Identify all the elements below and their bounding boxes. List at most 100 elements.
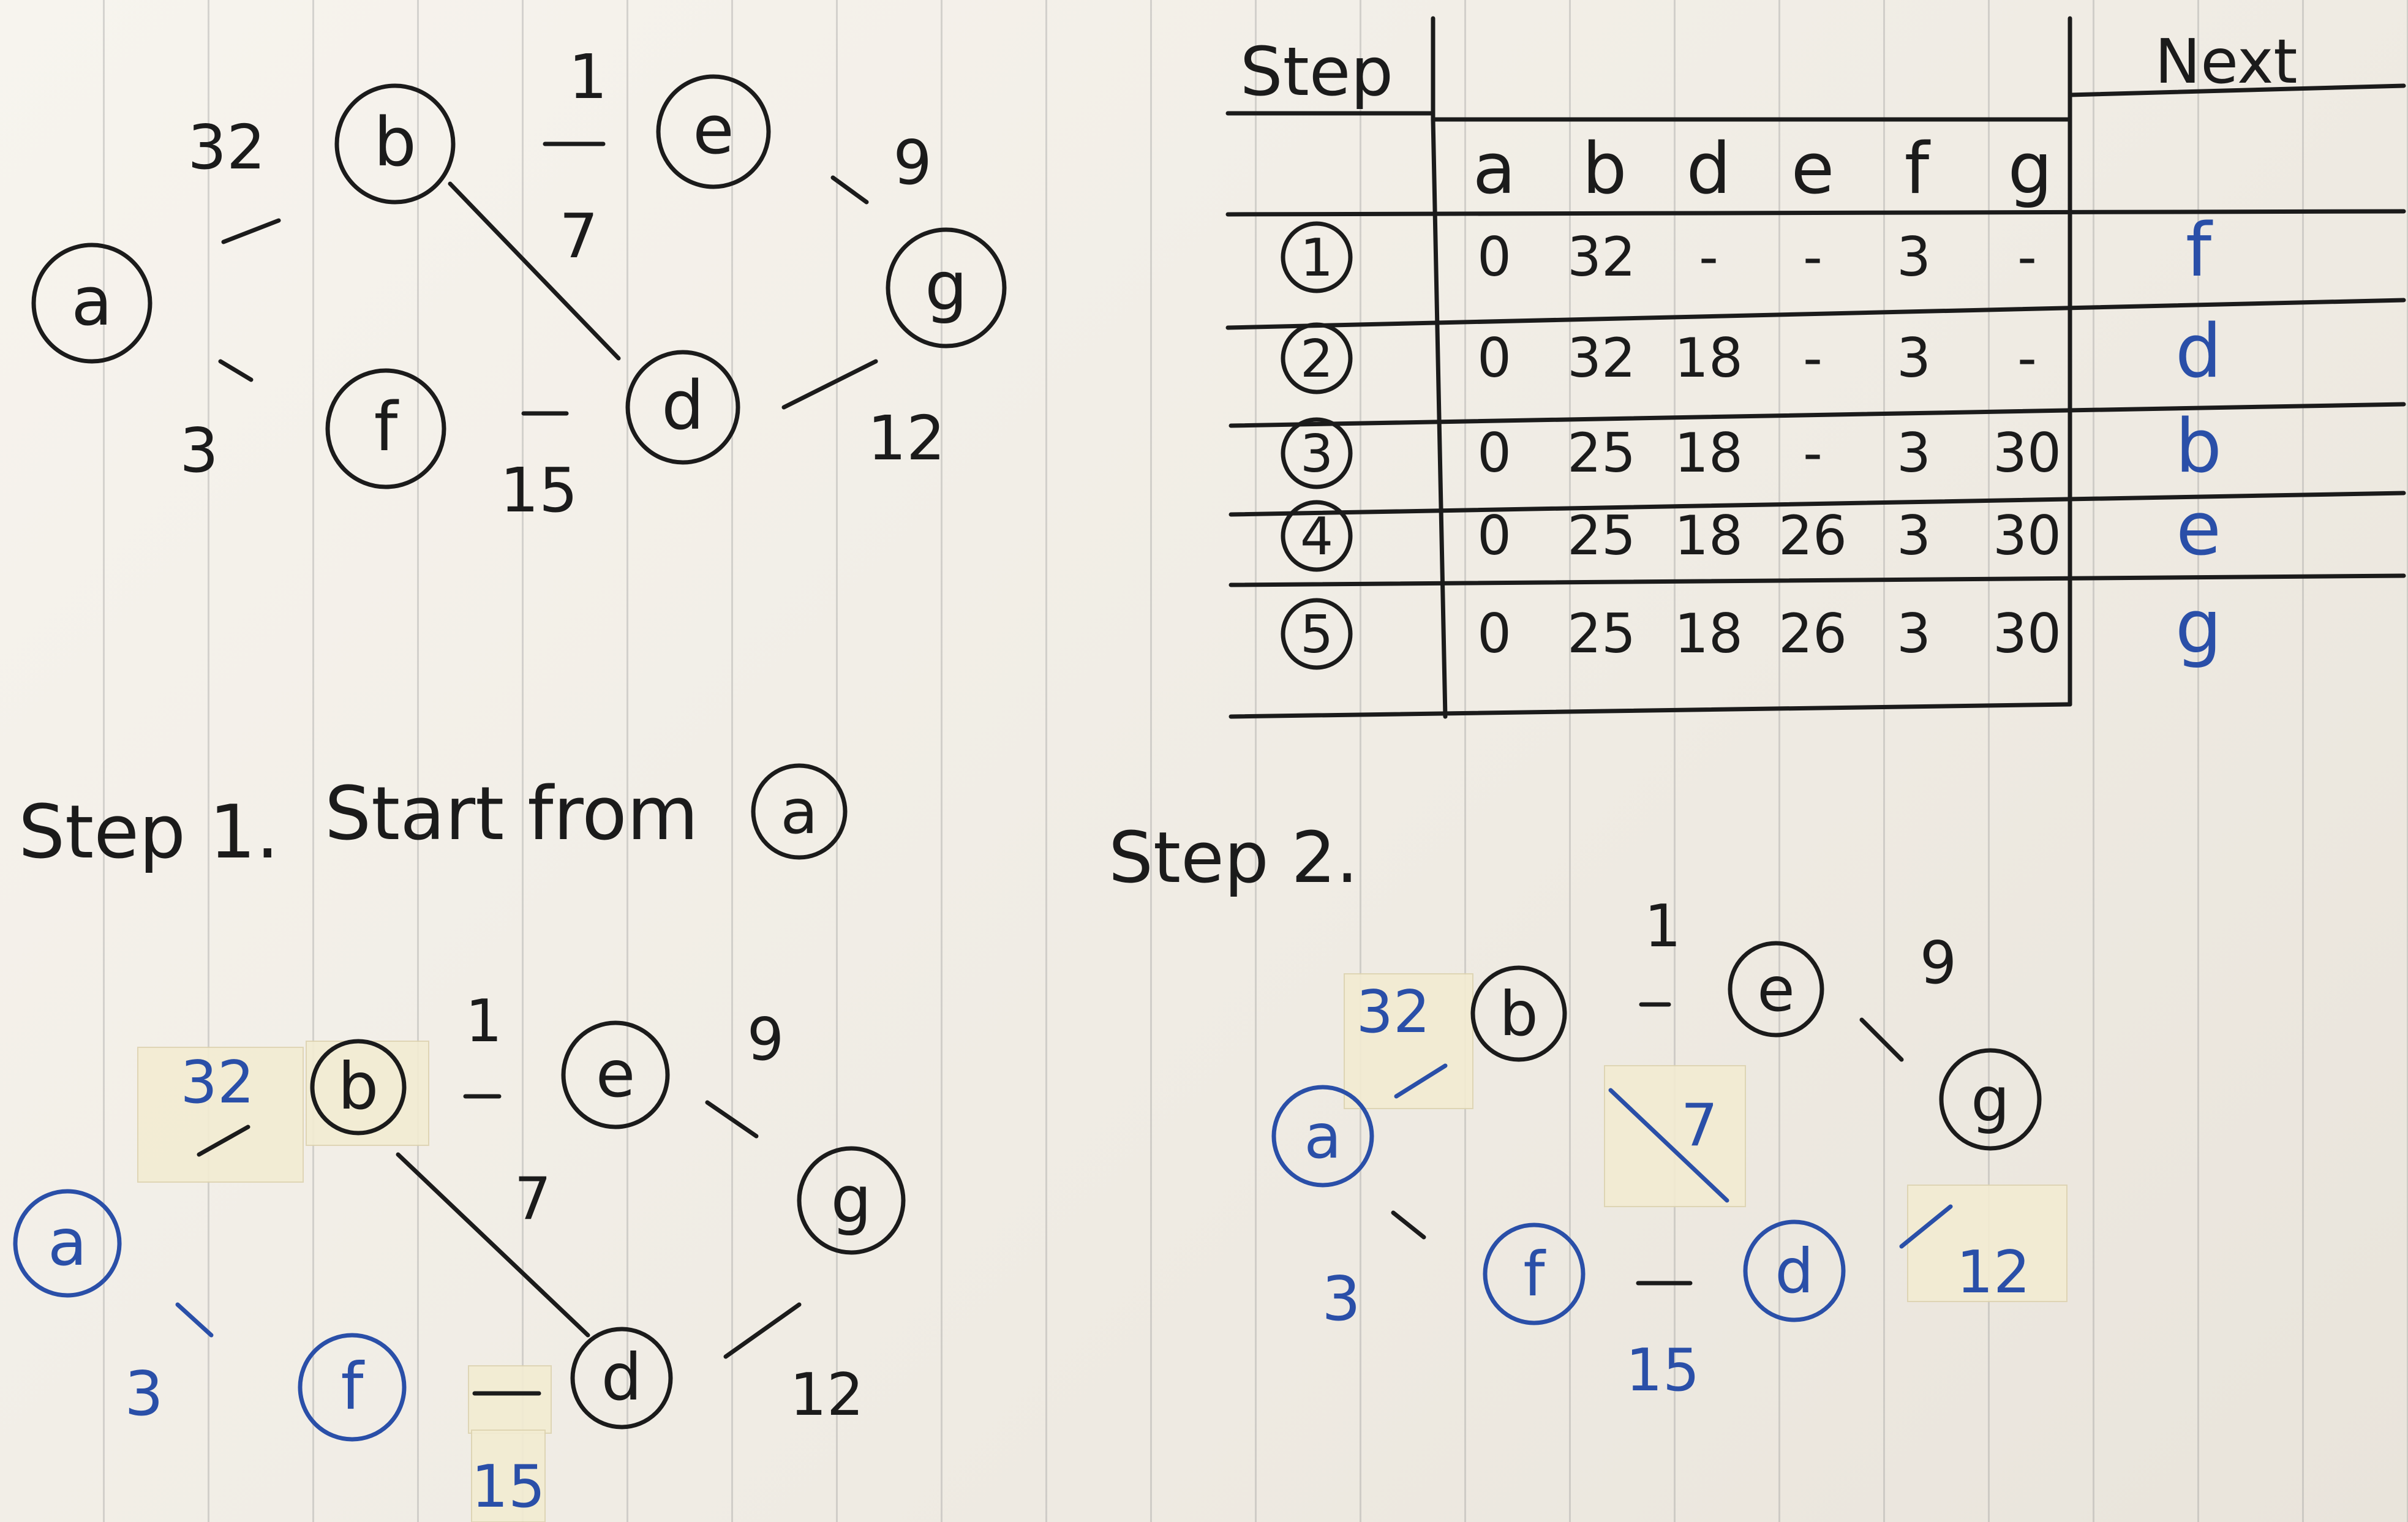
step1-node-g-label: g <box>831 1162 872 1237</box>
step1-weight-b-e: 1 <box>465 988 502 1055</box>
step1-weight-b-d: 7 <box>514 1166 551 1233</box>
table-col-g: g <box>2008 128 2053 210</box>
weight-f-d: 15 <box>500 454 578 526</box>
edge-b-d <box>448 181 621 361</box>
step2-node-d-label: d <box>1775 1235 1813 1307</box>
table-next-cell: b <box>2175 404 2222 489</box>
edge-a-f <box>218 359 254 382</box>
table-cell: 25 <box>1567 602 1636 665</box>
step2-node-g: g <box>1939 1048 2042 1151</box>
table-cell: 3 <box>1897 504 1931 567</box>
table-cell: 0 <box>1477 602 1511 665</box>
step2-edge-b-d <box>1608 1088 1729 1203</box>
node-a: a <box>31 243 152 364</box>
table-cell: 3 <box>1897 225 1931 288</box>
step1-edge-d-g <box>723 1302 802 1359</box>
step1-node-e: e <box>561 1020 670 1129</box>
table-next-cell: d <box>2175 309 2222 394</box>
step2-node-a: a <box>1271 1085 1374 1188</box>
table-col-d: d <box>1687 128 1731 210</box>
table-step-circle <box>1281 221 1353 293</box>
table-cell: 30 <box>1993 421 2061 484</box>
weight-e-g: 9 <box>893 127 932 198</box>
step1-edge-a-f <box>175 1302 214 1338</box>
table-col-a: a <box>1473 128 1516 210</box>
step1-weight-f-d: 15 <box>472 1453 546 1521</box>
step2-title: Step 2. <box>1108 817 1358 899</box>
node-b: b <box>334 83 456 205</box>
table-rule <box>1225 298 2406 330</box>
table-cell: 0 <box>1477 421 1511 484</box>
step2-node-b: b <box>1470 965 1567 1062</box>
step2-node-f: f <box>1483 1222 1586 1325</box>
tape <box>137 1047 304 1183</box>
table-rule <box>1431 117 1448 719</box>
step1-subtitle: Start from <box>325 772 699 857</box>
step2-section: Step 2. a b e g f d <box>1108 817 2067 1404</box>
step2-node-d: d <box>1743 1219 1846 1322</box>
table-cell: 30 <box>1993 602 2061 665</box>
step2-node-g-label: g <box>1971 1064 2009 1136</box>
step1-edge-e-g <box>705 1100 759 1139</box>
table-rule <box>1228 402 2406 428</box>
tape <box>306 1041 429 1146</box>
step2-weight-b-e: 1 <box>1644 893 1681 960</box>
step1-node-a: a <box>13 1189 122 1298</box>
table-cell: 26 <box>1778 504 1847 567</box>
table-cell: 32 <box>1567 225 1636 288</box>
tape <box>1907 1185 2067 1302</box>
tape <box>471 1430 546 1522</box>
node-a-label: a <box>71 262 112 341</box>
step1-weight-a-f: 3 <box>124 1358 164 1430</box>
table-cell: - <box>1699 225 1718 288</box>
table-header-next: Next <box>2155 26 2298 97</box>
table-cell: 26 <box>1778 602 1847 665</box>
tape <box>468 1365 552 1434</box>
table-rule <box>1228 491 2406 517</box>
step1-node-f-label: f <box>341 1349 365 1424</box>
table-step-number: 4 <box>1300 507 1333 567</box>
table-step-number: 5 <box>1300 605 1333 665</box>
table-next-cell: f <box>2186 208 2213 293</box>
table-col-f: f <box>1905 128 1931 210</box>
table-cell: 25 <box>1567 504 1636 567</box>
weight-d-g: 12 <box>867 402 945 474</box>
step1-node-b: b <box>310 1039 407 1136</box>
step2-edge-a-f <box>1391 1210 1426 1240</box>
tape <box>1344 973 1473 1109</box>
table-cell: 32 <box>1567 326 1636 390</box>
table-step-circle <box>1281 500 1353 572</box>
step2-edge-e-g <box>1859 1017 1904 1062</box>
table-rule <box>2067 83 2406 97</box>
table-next-cell: e <box>2176 487 2221 572</box>
step2-edge-a-b <box>1394 1063 1448 1099</box>
node-b-label: b <box>374 103 416 181</box>
table-cell: 18 <box>1674 326 1743 390</box>
table-cell: 18 <box>1674 421 1743 484</box>
step2-weight-e-g: 9 <box>1920 930 1957 997</box>
step2-weight-d-g: 12 <box>1957 1239 2031 1306</box>
step1-edge-b-d <box>396 1152 590 1338</box>
step2-node-f-label: f <box>1523 1238 1546 1310</box>
table-rule <box>1225 209 2406 217</box>
table-header-step: Step <box>1240 32 1393 111</box>
table-cell: 30 <box>1993 504 2061 567</box>
step2-weight-a-f: 3 <box>1322 1263 1361 1335</box>
step2-weight-a-b: 32 <box>1356 979 1431 1046</box>
table-step-circle <box>1281 598 1353 670</box>
graph-top: a b e g f d 32 1 7 <box>31 41 1007 526</box>
table-cell: 3 <box>1897 421 1931 484</box>
weight-a-f: 3 <box>179 415 219 486</box>
step2-node-a-label: a <box>1304 1101 1341 1172</box>
node-d: d <box>625 350 740 465</box>
step1-start-node-circle <box>751 763 848 860</box>
table-step-number: 1 <box>1300 228 1333 288</box>
table-rule <box>1228 702 2072 719</box>
node-d-label: d <box>661 366 704 445</box>
step1-node-g: g <box>797 1146 906 1255</box>
step1-node-a-label: a <box>48 1205 87 1280</box>
table-cell: 0 <box>1477 326 1511 390</box>
table-next-cell: g <box>2175 585 2222 670</box>
edge-a-b <box>221 218 281 244</box>
